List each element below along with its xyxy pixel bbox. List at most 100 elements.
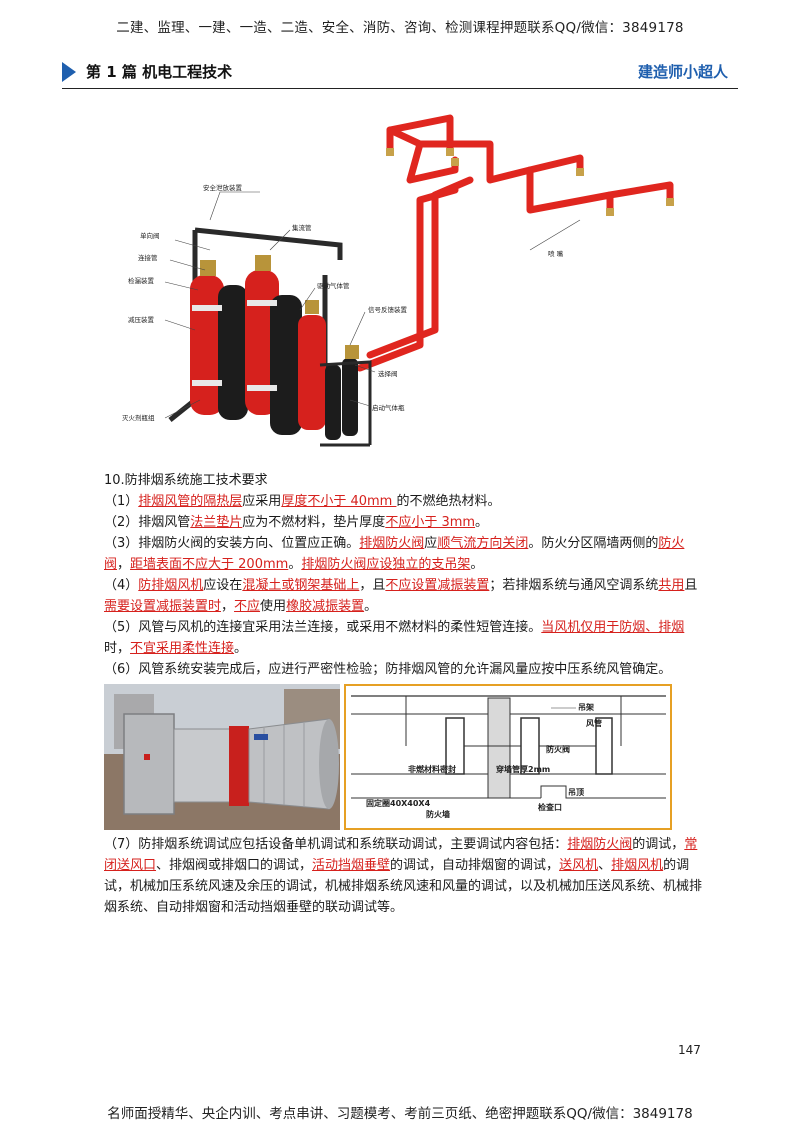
label-noncombustible-seal: 非燃材料密封: [408, 764, 456, 774]
pipe-network: [356, 114, 674, 372]
text: 时，: [104, 641, 131, 656]
text: 且: [684, 578, 698, 593]
text: 使用: [260, 599, 287, 614]
label-drive-gas-pipe: 驱动气体管: [317, 281, 350, 290]
key-point: 法兰垫片: [190, 515, 243, 530]
chapter-arrow-icon: [62, 62, 76, 82]
text: 。: [234, 641, 248, 656]
chapter-title: 第 1 篇 机电工程技术: [86, 63, 233, 81]
text: 应: [424, 536, 438, 551]
text: 应采用: [242, 494, 282, 509]
key-point: 厚度不小于 40mm: [281, 494, 397, 509]
item-6: （6）风管系统安装完成后，应进行严密性检验；防排烟风管的允许漏风量应按中压系统风…: [104, 659, 704, 680]
text: 。: [364, 599, 378, 614]
item-1: （1）排烟风管的隔热层应采用厚度不小于 40mm 的不燃绝热材料。: [104, 491, 704, 512]
top-banner: 二建、监理、一建、一造、二造、安全、消防、咨询、检测课程押题联系QQ/微信：38…: [116, 20, 684, 36]
text: 应为不燃材料，垫片厚度: [242, 515, 386, 530]
page-number: 147: [678, 1043, 701, 1057]
key-point: 顺气流方向关闭: [437, 536, 529, 551]
diagram1-labels: 安全泄放装置 单向阀 连接管 检漏装置 减压装置 灭火剂瓶组 集流管 驱动气体管…: [122, 183, 564, 422]
label-safety-vent: 安全泄放装置: [203, 183, 243, 192]
key-point: 排烟防火阀: [567, 837, 633, 852]
footer: 名师面授精华、央企内训、考点串讲、习题模考、考前三页纸、绝密押题联系QQ/微信：…: [107, 1106, 693, 1122]
chapter-header: 第 1 篇 机电工程技术 建造师小超人: [62, 58, 738, 89]
key-point: 排烟风管的隔热层: [138, 494, 243, 509]
section-10: 10.防排烟系统施工技术要求 （1）排烟风管的隔热层应采用厚度不小于 40mm …: [104, 470, 704, 680]
label-extinguisher-cylinder: 灭火剂瓶组: [122, 413, 155, 422]
text: 。防火分区隔墙两侧的: [528, 536, 659, 551]
author-name: 建造师小超人: [637, 63, 728, 81]
label-pressure-reducer: 减压装置: [128, 315, 155, 324]
text: ，且: [359, 578, 386, 593]
nozzles: [386, 148, 674, 216]
fan-duct-photo: [104, 684, 340, 830]
label-weighing-device: 检漏装置: [128, 276, 155, 285]
text: ；若排烟系统与通风空调系统: [489, 578, 659, 593]
item-5: （5）风管与风机的连接宜采用法兰连接，或采用不燃材料的柔性短管连接。当风机仅用于…: [104, 617, 704, 659]
label-ceiling: 吊顶: [568, 788, 584, 797]
text: （5）风管与风机的连接宜采用法兰连接，或采用不燃材料的柔性短管连接。: [104, 620, 542, 635]
text: ，: [117, 557, 131, 572]
key-point: 距墙表面不应大于 200mm: [130, 557, 289, 572]
key-point: 排烟风机: [611, 858, 664, 873]
key-point: 橡胶减振装置: [286, 599, 365, 614]
key-point: 当风机仅用于防烟、排烟: [541, 620, 685, 635]
key-point: 混凝土或钢架基础上: [242, 578, 360, 593]
label-drive-gas-cylinder: 启动气体瓶: [372, 403, 405, 412]
label-angle-iron: 固定圈40X40X4: [366, 798, 431, 808]
text: （3）排烟防火阀的安装方向、位置应正确。: [104, 536, 360, 551]
text: 的调试，自动排烟窗的调试，: [390, 858, 560, 873]
text: （2）排烟风管: [104, 515, 191, 530]
text: （7）防排烟系统调试应包括设备单机调试和系统联动调试，主要调试内容包括：: [104, 837, 568, 852]
text: 的调试，机械加压系统风速及余压的调试，机械排烟系统风速和风量的调试，以及机械加压…: [104, 858, 703, 915]
key-point: 不宜采用柔性连接: [130, 641, 235, 656]
start-cylinders: [319, 358, 372, 447]
text: 的调试，: [632, 837, 685, 852]
text: （6）风管系统安装完成后，应进行严密性检验；防排烟风管的允许漏风量应按中压系统风…: [104, 662, 672, 677]
label-wall-sleeve: 穿墙管厚2mm: [496, 764, 550, 774]
text: 。: [288, 557, 302, 572]
key-point: 不应: [234, 599, 261, 614]
item-2: （2）排烟风管法兰垫片应为不燃材料，垫片厚度不应小于 3mm。: [104, 512, 704, 533]
item-3: （3）排烟防火阀的安装方向、位置应正确。排烟防火阀应顺气流方向关闭。防火分区隔墙…: [104, 533, 704, 575]
item-7: （7）防排烟系统调试应包括设备单机调试和系统联动调试，主要调试内容包括：排烟防火…: [104, 834, 704, 918]
label-fire-wall: 防火墙: [426, 809, 450, 819]
key-point: 防火阀: [104, 536, 685, 572]
text: 。: [475, 515, 489, 530]
item-7-paragraph: （7）防排烟系统调试应包括设备单机调试和系统联动调试，主要调试内容包括：排烟防火…: [104, 834, 704, 918]
key-point: 不应小于 3mm: [385, 515, 476, 530]
label-hanger: 吊架: [578, 702, 594, 712]
key-point: 不应设置减振装置: [385, 578, 490, 593]
key-point: 排烟防火阀应设独立的支吊架: [301, 557, 471, 572]
fan-duct-illustration: [104, 684, 340, 830]
label-nozzle: 喷 嘴: [548, 249, 564, 258]
key-point: 需要设置减振装置时: [104, 599, 222, 614]
text: 。: [470, 557, 484, 572]
label-access-door: 检查口: [538, 802, 562, 812]
key-point: 活动挡烟垂壁: [312, 858, 391, 873]
item-4: （4）防排烟风机应设在混凝土或钢架基础上，且不应设置减振装置；若排烟系统与通风空…: [104, 575, 704, 617]
label-selector-valve: 选择阀: [378, 369, 398, 378]
fire-damper-drawing: 吊架 风管 防火阀 非燃材料密封 穿墙管厚2mm 固定圈40X40X4 防火墙 …: [351, 695, 666, 819]
text: （1）: [104, 494, 139, 509]
key-point: 送风机: [559, 858, 599, 873]
key-point: 防排烟风机: [138, 578, 204, 593]
label-signal-feedback: 信号反馈装置: [368, 305, 408, 314]
key-point: 共用: [658, 578, 685, 593]
text: 、: [598, 858, 612, 873]
text: （4）: [104, 578, 139, 593]
extinguisher-cylinders: [190, 270, 326, 435]
text: 应设在: [203, 578, 243, 593]
label-collector-pipe: 集流管: [292, 223, 312, 232]
text: 的不燃绝热材料。: [396, 494, 501, 509]
valve-heads: [200, 255, 359, 359]
gas-suppression-diagram: 安全泄放装置 单向阀 连接管 检漏装置 减压装置 灭火剂瓶组 集流管 驱动气体管…: [122, 114, 674, 447]
diagram1-callouts: [164, 191, 581, 419]
label-duct: 风管: [586, 718, 602, 728]
section-heading: 10.防排烟系统施工技术要求: [104, 473, 268, 488]
label-fire-damper: 防火阀: [546, 744, 570, 754]
text: ，: [221, 599, 235, 614]
fire-damper-diagram: 吊架 风管 防火阀 非燃材料密封 穿墙管厚2mm 固定圈40X40X4 防火墙 …: [344, 684, 672, 830]
key-point: 常闭送风口: [104, 837, 698, 873]
text: 、排烟阀或排烟口的调试，: [156, 858, 313, 873]
